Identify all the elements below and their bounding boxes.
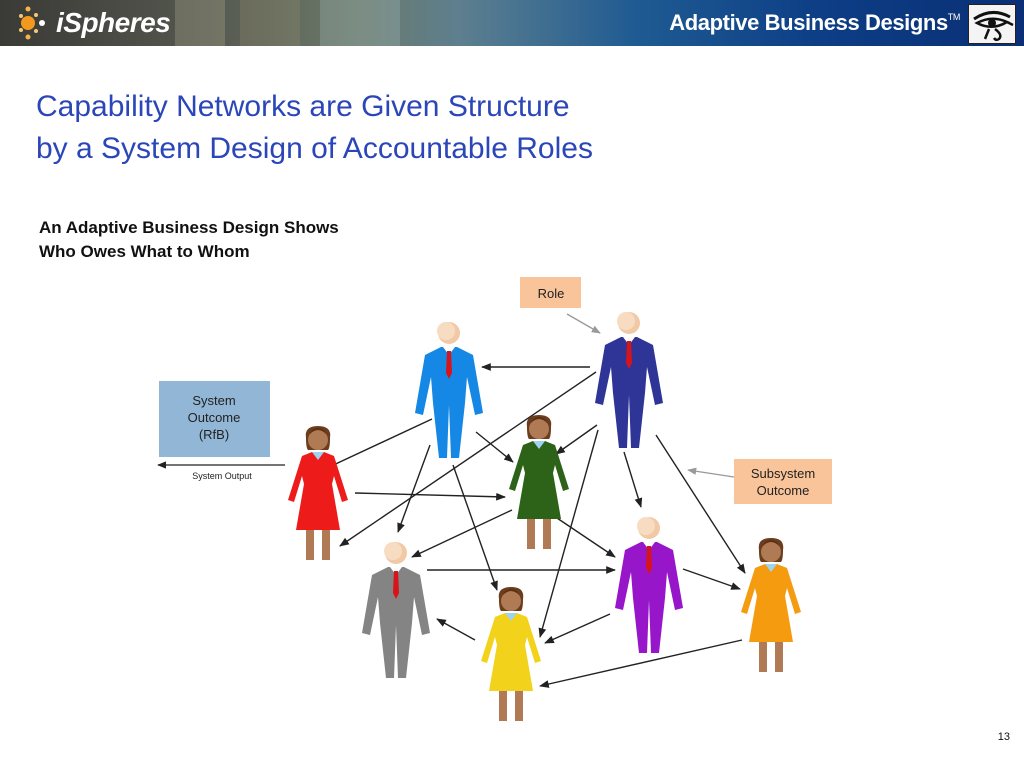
system-outcome-line-1: System [192, 393, 235, 408]
person-gray-man [362, 542, 430, 678]
page-number: 13 [997, 731, 1010, 743]
system-outcome-line-3: (RfB) [199, 427, 229, 442]
title-line-1: Capability Networks are Given Structure [36, 90, 570, 123]
person-blue-man [415, 322, 483, 458]
subsystem-outcome-line-2: Outcome [757, 483, 810, 498]
title-line-2: by a System Design of Accountable Roles [36, 132, 593, 165]
sphere-dots-icon [19, 6, 45, 40]
subtitle-line-1: An Adaptive Business Design Shows [39, 218, 339, 237]
eye-icon [973, 11, 1014, 42]
person-red-woman [288, 426, 348, 560]
role-pointer-arrow [566, 313, 601, 334]
subtitle-line-2: Who Owes What to Whom [39, 242, 250, 261]
header-bar: iSpheres Adaptive Business DesignsTM [0, 0, 1024, 46]
system-outcome-box [159, 381, 270, 457]
slide-title: Capability Networks are Given Structure … [36, 86, 593, 170]
slide-subtitle: An Adaptive Business Design Shows Who Ow… [39, 216, 339, 264]
person-yellow-woman [481, 587, 541, 721]
person-orange-woman [741, 538, 801, 672]
person-purple-man [615, 517, 683, 653]
system-outcome-line-2: Outcome [188, 410, 241, 425]
subsystem-outcome-box [734, 459, 832, 504]
trademark-mark: TM [947, 12, 961, 22]
accountability-arrows [326, 363, 746, 688]
logo-wordmark: iSpheres [56, 7, 171, 38]
brand-name: Adaptive Business DesignsTM [669, 10, 960, 36]
person-green-woman [509, 415, 569, 549]
subsystem-outcome-line-1: Subsystem [751, 466, 815, 481]
person-navy-man [595, 312, 663, 448]
system-output-label: System Output [192, 471, 252, 481]
ispheres-logo: iSpheres [18, 4, 171, 42]
brand-label: Adaptive Business Designs [669, 10, 948, 35]
role-box [520, 277, 581, 308]
eye-of-horus-logo [968, 4, 1016, 44]
role-label: Role [538, 286, 565, 301]
subsystem-pointer-arrow [687, 467, 735, 478]
